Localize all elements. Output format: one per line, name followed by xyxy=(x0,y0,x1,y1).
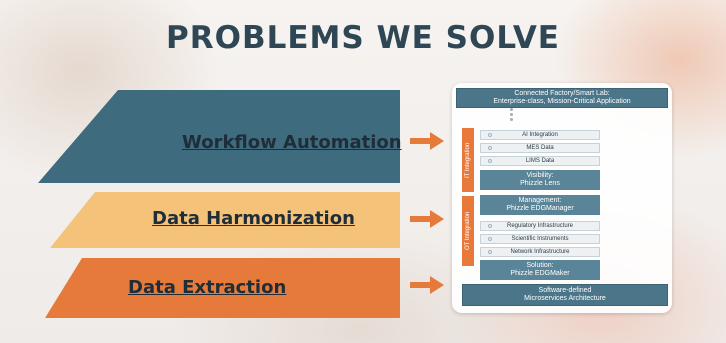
list-item: Regulatory Infrastructure xyxy=(480,221,600,231)
arrow-right-icon xyxy=(410,210,444,228)
bullet-icon xyxy=(488,224,492,228)
bullet-icon xyxy=(488,146,492,150)
list-item: AI Integration xyxy=(480,130,600,140)
ot-integration-label: OT Integration xyxy=(462,196,474,266)
connector-dots xyxy=(510,108,513,123)
band-harmonization-label: Data Harmonization xyxy=(152,208,355,229)
bullet-icon xyxy=(488,237,492,241)
stack-bottom-box: Software-defined Microservices Architect… xyxy=(462,284,668,306)
management-box: Management: Phizzle EDGManager xyxy=(480,195,600,215)
bullet-icon xyxy=(488,133,492,137)
band-harmonization-shape xyxy=(50,192,400,248)
bullet-icon xyxy=(488,159,492,163)
visibility-box: Visibility: Phizzle Lens xyxy=(480,170,600,190)
page-title: PROBLEMS WE SOLVE xyxy=(166,20,560,56)
band-workflow-shape xyxy=(38,90,400,183)
solution-box: Solution: Phizzle EDGMaker xyxy=(480,260,600,280)
band-workflow-label: Workflow Automation xyxy=(182,132,402,153)
band-extraction-shape xyxy=(45,258,400,318)
stack-top-box: Connected Factory/Smart Lab: Enterprise-… xyxy=(456,88,668,108)
bullet-icon xyxy=(488,250,492,254)
band-extraction-label: Data Extraction xyxy=(128,277,287,298)
it-integration-label: IT Integration xyxy=(462,128,474,192)
list-item: Network Infrastructure xyxy=(480,247,600,257)
arrow-right-icon xyxy=(410,132,444,150)
list-item: MES Data xyxy=(480,143,600,153)
list-item: Scientific Instruments xyxy=(480,234,600,244)
list-item: LIMS Data xyxy=(480,156,600,166)
arrow-right-icon xyxy=(410,276,444,294)
